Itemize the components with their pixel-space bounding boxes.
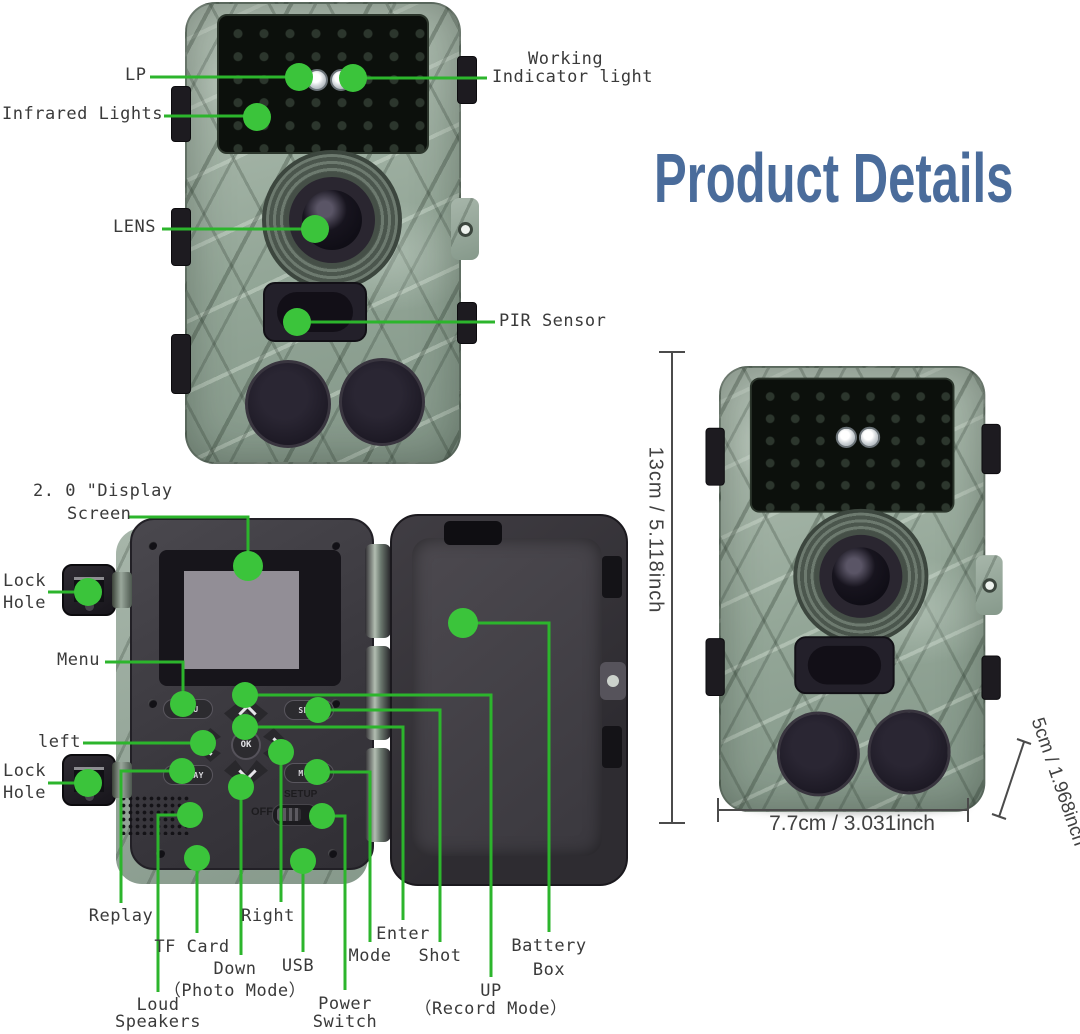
label-record-mode: （Record Mode）: [414, 999, 568, 1019]
depth-dimension-line: [991, 738, 1032, 820]
side-clip: [171, 334, 191, 394]
door-hinge: [365, 646, 391, 740]
lens-barrel: [814, 530, 908, 623]
label-box: Box: [532, 960, 566, 980]
shot-button[interactable]: SHOT: [284, 700, 334, 720]
dimension-depth: 5cm / 1.968inch: [1026, 715, 1080, 849]
screw: [85, 602, 94, 611]
page-title: Product Details: [654, 139, 1014, 217]
screw: [148, 699, 157, 708]
label-left: left: [38, 732, 81, 752]
clasp-hinge: [112, 762, 132, 798]
side-clip: [457, 302, 477, 344]
lock-clasp-top: [62, 564, 116, 616]
speaker-grille: [120, 795, 190, 835]
label-menu: Menu: [57, 650, 100, 670]
side-clip: [457, 56, 477, 104]
menu-button[interactable]: MENU: [163, 699, 213, 719]
side-clip: [171, 86, 191, 142]
side-clip: [171, 208, 191, 266]
label-switch: Switch: [312, 1012, 378, 1032]
label-loud: Loud: [136, 995, 180, 1015]
label-enter: Enter: [376, 924, 430, 944]
label-speakers: Speakers: [115, 1012, 201, 1032]
mount-hole: [458, 222, 473, 237]
mount-hole: [607, 675, 619, 687]
door-latch-tab: [444, 521, 502, 545]
mount-ear: [600, 662, 626, 700]
battery-compartment: [412, 538, 602, 856]
side-motion-sensor: [776, 711, 860, 797]
label-display-screen-2: Screen: [67, 504, 132, 524]
usb-marking: USB: [293, 849, 313, 859]
setup-marking: SETUP: [284, 789, 318, 800]
label-infrared-lights: Infrared Lights: [2, 104, 164, 124]
side-motion-sensor: [339, 358, 425, 446]
mount-ear: [451, 198, 479, 260]
dimension-width: 7.7cm / 3.031inch: [769, 812, 935, 835]
label-lock-hole-bottom-2: Hole: [3, 783, 46, 803]
side-motion-sensor: [867, 709, 951, 795]
screw: [156, 849, 165, 858]
lens-glass: [302, 190, 362, 250]
indicator-led: [858, 426, 881, 449]
label-tf-card: TF Card: [154, 937, 230, 957]
label-lp: LP: [125, 65, 147, 85]
label-indicator-light: Indicator light: [492, 67, 654, 87]
side-clip: [602, 556, 622, 598]
label-up: UP: [480, 981, 502, 1001]
ok-button[interactable]: OK: [231, 730, 261, 760]
label-working: Working: [528, 49, 604, 69]
clasp-hinge: [112, 572, 132, 608]
lock-clasp-bottom: [62, 754, 116, 806]
mount-ear: [975, 555, 1003, 615]
side-clip: [705, 638, 725, 697]
side-clip: [705, 427, 725, 486]
door-hinge: [365, 544, 391, 638]
switch-knob[interactable]: [277, 808, 301, 821]
label-shot: Shot: [418, 946, 462, 966]
display-screen: [184, 571, 299, 669]
mount-hole: [982, 578, 997, 593]
label-usb: USB: [281, 956, 315, 976]
screw: [85, 792, 94, 801]
label-mode: Mode: [348, 946, 392, 966]
indicator-led: [835, 426, 857, 449]
lens-glass: [831, 547, 890, 606]
dimension-height: 13cm / 5.118inch: [644, 446, 667, 614]
side-clip: [981, 655, 1001, 700]
mode-button[interactable]: MODE: [284, 763, 334, 783]
door-hinge: [365, 748, 391, 842]
camera-front-view: [171, 2, 479, 464]
label-lock-hole-top: Lock: [3, 571, 46, 591]
screw: [148, 541, 157, 550]
lock-slot: [74, 767, 104, 792]
screw: [328, 849, 337, 858]
label-lock-hole-bottom: Lock: [3, 761, 46, 781]
pir-window: [277, 292, 353, 332]
label-right: Right: [241, 906, 295, 926]
indicator-led: [306, 69, 328, 91]
side-motion-sensor: [245, 360, 331, 448]
label-down: Down: [213, 959, 257, 979]
off-marking: OFF: [251, 806, 273, 818]
camera-dimension-view: [705, 366, 1003, 812]
screw: [331, 541, 340, 550]
label-lens: LENS: [113, 217, 156, 237]
label-battery: Battery: [511, 936, 587, 956]
label-pir-sensor: PIR Sensor: [499, 311, 607, 331]
side-clip: [602, 726, 622, 768]
label-photo-mode: （Photo Mode）: [163, 981, 307, 1001]
lock-slot: [74, 577, 104, 602]
label-lock-hole-top-2: Hole: [3, 593, 46, 613]
side-clip: [981, 423, 1001, 475]
label-power: Power: [318, 994, 372, 1014]
pir-window: [807, 645, 882, 685]
power-switch[interactable]: [272, 804, 318, 826]
replay-button[interactable]: REPLAY: [163, 765, 213, 785]
indicator-led: [330, 69, 352, 91]
label-replay: Replay: [88, 906, 154, 926]
label-display-screen: 2. 0 "Display: [33, 481, 173, 501]
